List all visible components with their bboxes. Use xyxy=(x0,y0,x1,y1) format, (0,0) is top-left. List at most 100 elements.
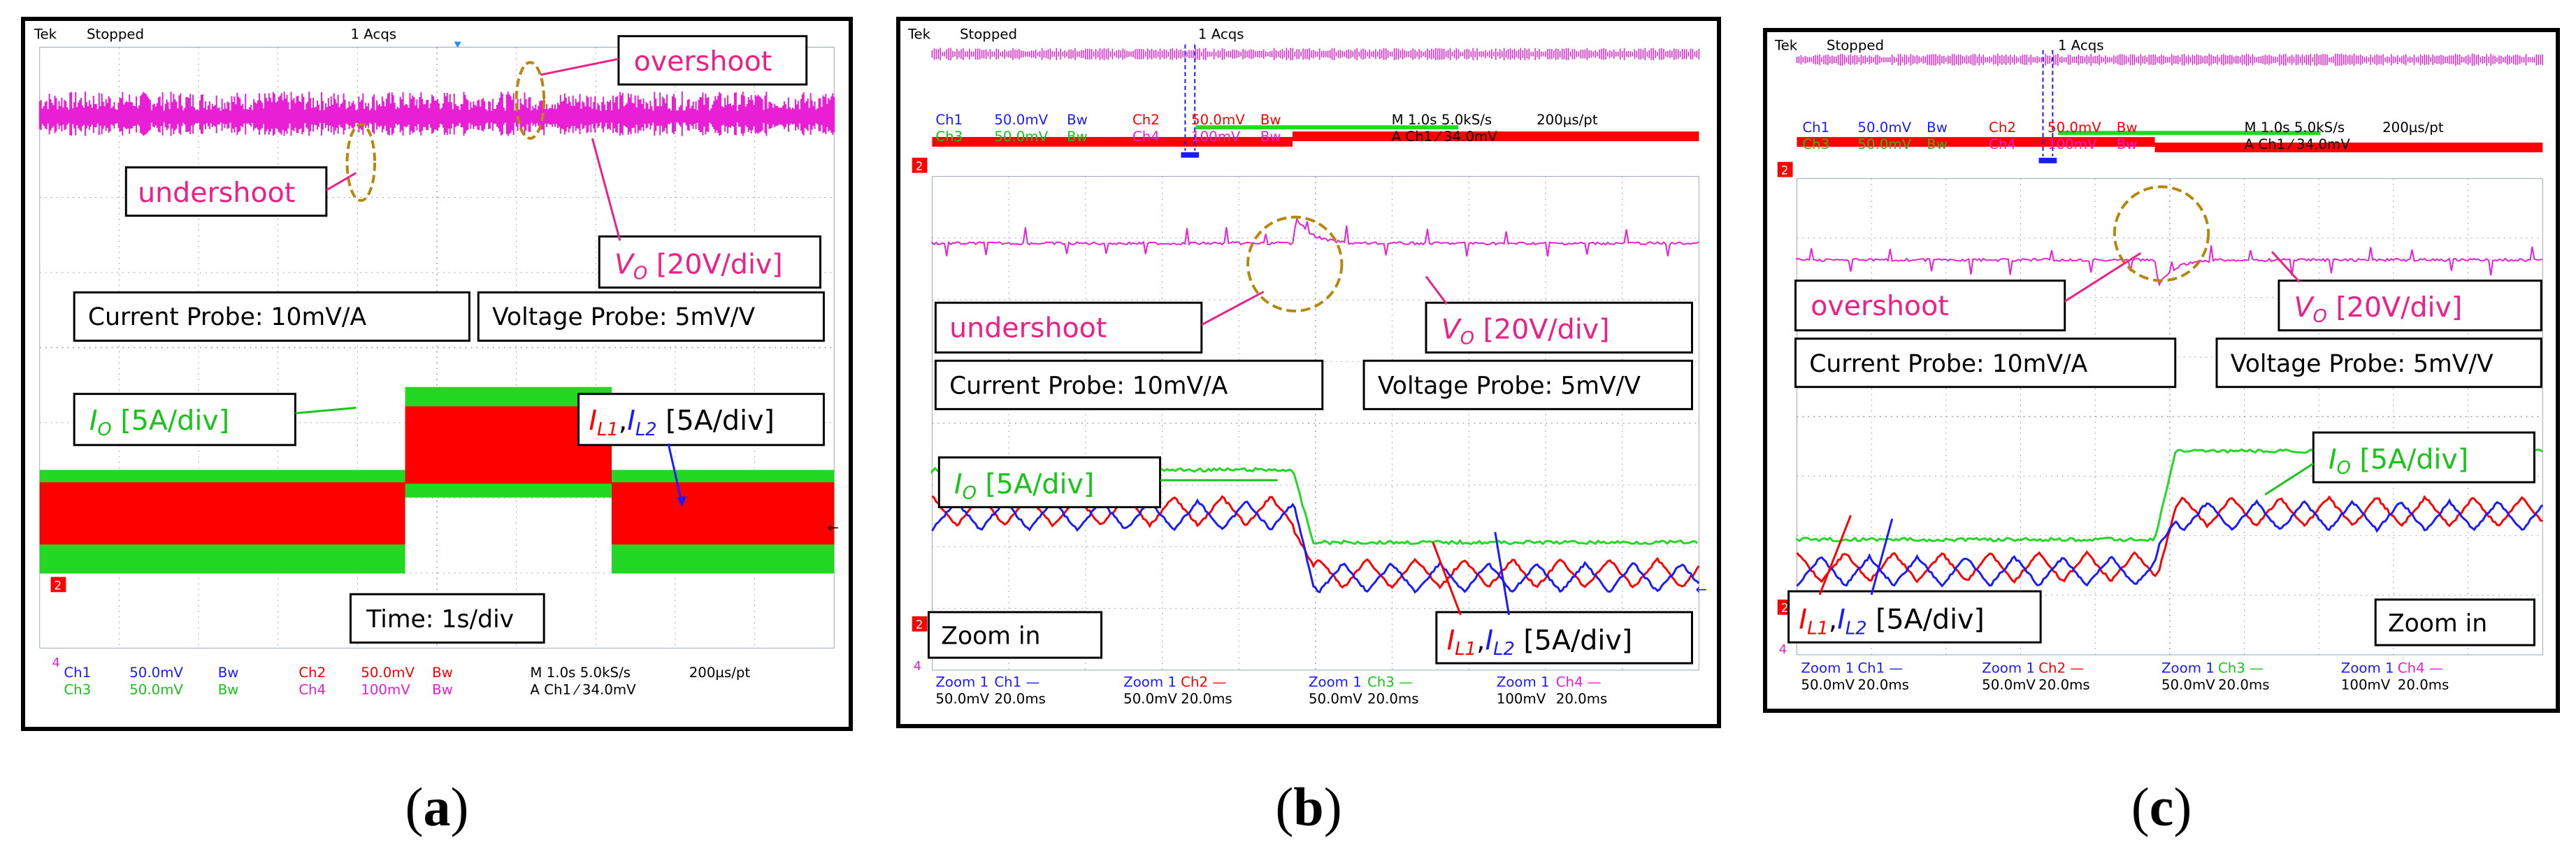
zf1-zoom: Zoom 1 xyxy=(1801,660,1854,676)
footer-ch2-scale: 50.0mV xyxy=(361,665,415,681)
ov-trigger: A Ch1 ⁄ 34.0mV xyxy=(1392,129,1498,145)
footer-ch1-scale: 50.0mV xyxy=(129,665,183,681)
acqs-label: 1 Acqs xyxy=(1198,27,1244,43)
ov-ch4: Ch4 xyxy=(1132,129,1160,145)
undershoot-box xyxy=(934,301,1203,354)
zoom-footer-b: Zoom 1 Ch1 — 50.0mV 20.0ms Zoom 1 Ch2 — … xyxy=(935,674,1607,707)
annotations-a: overshoot undershoot VO [20V/div] Curren… xyxy=(73,35,825,644)
zf1-ch: Ch1 — xyxy=(994,674,1039,690)
zf4-zoom: Zoom 1 xyxy=(1497,674,1550,690)
overview-b xyxy=(931,44,1700,158)
zf1-zoom: Zoom 1 xyxy=(935,674,988,690)
io-label: IO [5A/div] xyxy=(954,468,1094,504)
il2-pointer xyxy=(1870,518,1894,595)
ov-ch3-bw: Bw xyxy=(1067,129,1088,145)
voltage-probe-box xyxy=(477,291,825,342)
footer-a: Ch1 50.0mV Bw Ch2 50.0mV Bw M 1.0s 5.0kS… xyxy=(64,665,750,698)
il2-trace xyxy=(931,498,1700,594)
ch2-marker-label: 2 xyxy=(55,578,62,592)
footer-ch1-bw: Bw xyxy=(218,665,239,681)
panel-label-a: (a) xyxy=(405,776,469,837)
il1-trace xyxy=(931,495,1700,590)
ov-ch2: Ch2 xyxy=(1132,112,1160,128)
vo-pointer xyxy=(1425,275,1448,305)
ov-trigger: A Ch1 ⁄ 34.0mV xyxy=(2245,136,2351,152)
zf1-scale: 50.0mV xyxy=(935,690,989,707)
vo-trace xyxy=(931,217,1699,257)
overshoot-pointer xyxy=(2064,252,2142,303)
scope-c-svg: Tek Stopped 1 Acqs Ch1 50.0mV Bw Ch2 50.… xyxy=(1774,38,2544,693)
io-label-box xyxy=(73,393,296,447)
zf1-scale: 50.0mV xyxy=(1801,676,1855,693)
zf1-time: 20.0ms xyxy=(1857,676,1909,693)
ov-ch4-scale: 100mV xyxy=(1191,129,1241,145)
zf2-ch: Ch2 — xyxy=(2038,660,2084,676)
ov-ch2-scale: 50.0mV xyxy=(1191,112,1245,128)
left-markers-a: 2 4 ← xyxy=(50,519,839,670)
ch2-zoom-marker-label: 2 xyxy=(916,618,923,632)
undershoot-label: undershoot xyxy=(138,177,295,209)
left-markers-c: 2 2 4 xyxy=(1777,161,1793,657)
io-label: IO [5A/div] xyxy=(89,405,229,440)
overshoot-marker-circle xyxy=(515,61,546,140)
zf2-scale: 50.0mV xyxy=(1123,690,1177,707)
current-probe-box xyxy=(73,291,470,342)
il1-pointer xyxy=(1818,514,1852,595)
overshoot-box xyxy=(617,35,808,86)
vo-label-box xyxy=(2278,280,2542,332)
ov-ch4-bw: Bw xyxy=(1260,129,1281,145)
zf2-zoom: Zoom 1 xyxy=(1123,674,1177,690)
ov-ch4: Ch4 xyxy=(1989,136,2016,152)
time-box xyxy=(349,593,545,644)
vo-trace xyxy=(1796,245,2543,287)
zf1-ch: Ch1 — xyxy=(1857,660,1903,676)
brand-label: Tek xyxy=(34,27,57,43)
overshoot-label: overshoot xyxy=(1811,290,1949,322)
ov-ch2-bw: Bw xyxy=(1260,112,1281,128)
footer-ch4-bw: Bw xyxy=(432,682,453,698)
overview-il-band xyxy=(932,131,1699,147)
zf3-time: 20.0ms xyxy=(1367,690,1419,707)
time-label: Time: 1s/div xyxy=(366,606,514,634)
footer-resolution: 200µs/pt xyxy=(689,665,751,681)
ov-ch1-scale: 50.0mV xyxy=(994,112,1048,128)
footer-ch3-bw: Bw xyxy=(218,682,239,698)
zf4-scale: 100mV xyxy=(1497,690,1546,707)
ch2-zoom-marker-label: 2 xyxy=(1781,601,1789,615)
vo-label: VO [20V/div] xyxy=(2294,291,2463,327)
vo-label: VO [20V/div] xyxy=(614,249,783,284)
panel-label-b: (b) xyxy=(1275,776,1342,837)
zf3-zoom: Zoom 1 xyxy=(2161,660,2215,676)
ov-timebase: M 1.0s 5.0kS/s xyxy=(1392,112,1492,128)
ch2-marker-icon xyxy=(1777,161,1793,178)
ch4-marker-label: 4 xyxy=(52,656,60,670)
overview-vo-trace xyxy=(931,48,1700,61)
overshoot-pointer xyxy=(540,57,619,76)
zf2-scale: 50.0mV xyxy=(1982,676,2036,693)
vo-label-box xyxy=(598,235,821,289)
zf4-time: 20.0ms xyxy=(2398,676,2449,693)
header-b: Tek Stopped 1 Acqs xyxy=(907,27,1244,43)
ov-ch3: Ch3 xyxy=(935,129,963,145)
il1-pointer xyxy=(1432,542,1462,616)
vo-label-box xyxy=(1425,301,1693,354)
zf4-ch: Ch4 — xyxy=(2398,660,2443,676)
zf4-zoom: Zoom 1 xyxy=(2341,660,2394,676)
ch4-marker-label: 4 xyxy=(1779,643,1787,657)
status-label: Stopped xyxy=(1827,38,1884,54)
footer-ch1: Ch1 xyxy=(64,665,91,681)
footer-ch3-scale: 50.0mV xyxy=(129,682,183,698)
il-label: IL1,IL2 [5A/div] xyxy=(1447,624,1633,660)
current-probe-label: Current Probe: 10mV/A xyxy=(1809,350,2087,378)
il-arrowhead-icon xyxy=(677,495,686,507)
status-label: Stopped xyxy=(960,27,1017,43)
brand-label: Tek xyxy=(1774,38,1798,54)
ch2-marker-icon xyxy=(912,157,928,173)
current-probe-box xyxy=(934,359,1324,410)
scope-panel-b: Tek Stopped 1 Acqs Ch1 50.0mV Bw Ch2 50.… xyxy=(896,17,1721,728)
voltage-probe-label: Voltage Probe: 5mV/V xyxy=(2231,350,2494,378)
zf1-time: 20.0ms xyxy=(994,690,1046,707)
zf4-ch: Ch4 — xyxy=(1556,674,1602,690)
ref-arrow-icon: ← xyxy=(1695,581,1707,598)
ov-ch3: Ch3 xyxy=(1802,136,1829,152)
